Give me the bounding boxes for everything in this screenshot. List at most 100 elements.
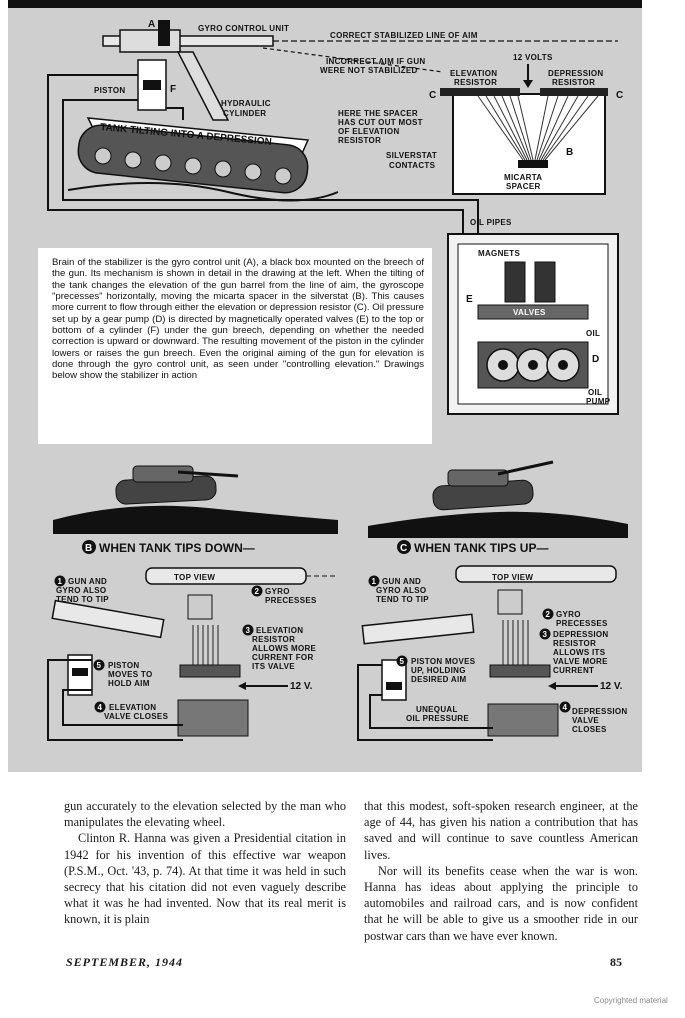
panel-b-step5-a: PISTON [108, 661, 139, 670]
panel-c-step5-a: PISTON MOVES [411, 657, 476, 666]
panel-c-step5-b: UP, HOLDING [411, 666, 466, 675]
panel-c-step3-num: 3 [543, 630, 548, 639]
issue-date: SEPTEMBER, 1944 [66, 955, 184, 969]
oil-label: OIL [586, 329, 600, 338]
panel-b-step3-b: RESISTOR [252, 635, 295, 644]
oil-pipes [47, 74, 479, 240]
panel-c-step2-b: PRECESSES [556, 619, 608, 628]
panel-c-top-view: TOP VIEW [492, 573, 533, 582]
valves-label: VALVES [513, 308, 546, 317]
paragraph: that this modest, soft-spoken research e… [364, 799, 638, 862]
panel-c-unequal-a: UNEQUAL [416, 705, 458, 714]
panel-b-step3-d: CURRENT FOR [252, 653, 314, 662]
spacer-note-3: OF ELEVATION [338, 127, 400, 136]
incorrect-aim-label-1: INCORRECT AIM IF GUN [326, 57, 425, 66]
panel-b-step5-num: 5 [97, 661, 102, 670]
oil-pump-label-1: OIL [588, 388, 602, 397]
column-right: that this modest, soft-spoken research e… [364, 798, 638, 944]
panel-c-step4-a: DEPRESSION [572, 707, 627, 716]
panel-b-step2-num: 2 [255, 587, 260, 596]
panel-b-step5-b: MOVES TO [108, 670, 152, 679]
panel-b-step3-e: ITS VALVE [252, 662, 295, 671]
panel-b-top-view: TOP VIEW [174, 573, 215, 582]
paragraph: gun accurately to the elevation selected… [64, 799, 346, 830]
elevation-resistor-label-1: ELEVATION [450, 69, 497, 78]
panel-b-step4-a: ELEVATION [109, 703, 156, 712]
panel-b-step4-b: VALVE CLOSES [104, 712, 169, 721]
panel-b-volts: 12 V. [290, 681, 313, 692]
panel-c-step5-c: DESIRED AIM [411, 675, 466, 684]
panel-b-step3-num: 3 [246, 626, 251, 635]
panel-b-step3-c: ALLOWS MORE [252, 644, 317, 653]
panel-c-step3-b: RESISTOR [553, 639, 596, 648]
micarta-spacer [518, 160, 548, 168]
label-d: D [592, 354, 599, 365]
gyro-control-unit-label: GYRO CONTROL UNIT [198, 24, 289, 33]
depression-resistor [540, 88, 608, 96]
panel-b-step1-c: TEND TO TIP [56, 595, 109, 604]
badge-b: B [85, 543, 92, 554]
panel-b-mechanism [47, 567, 338, 741]
gear-pump [477, 341, 589, 389]
elevation-resistor [440, 88, 520, 96]
tilting-tank [77, 117, 310, 194]
page-number: 85 [610, 955, 622, 969]
hydraulic-label-1: HYDRAULIC [221, 99, 271, 108]
panel-c-step2-a: GYRO [556, 610, 581, 619]
hydraulic-label-2: CYLINDER [223, 109, 266, 118]
incorrect-aim-line [262, 47, 444, 73]
spacer-note-1: HERE THE SPACER [338, 109, 418, 118]
panel-c-step5-num: 5 [400, 657, 405, 666]
panel-c-step3-d: VALVE MORE [553, 657, 608, 666]
magnets-label: MAGNETS [478, 249, 520, 258]
elevation-resistor-label-2: RESISTOR [454, 78, 497, 87]
panel-c-step3-c: ALLOWS ITS [553, 648, 606, 657]
label-a: A [148, 19, 155, 30]
top-strip [8, 0, 642, 8]
oil-pipes-label: OIL PIPES [470, 218, 512, 227]
label-b: B [566, 147, 573, 158]
panel-c-step4-num: 4 [563, 703, 568, 712]
panel-b-title: WHEN TANK TIPS DOWN— [99, 541, 255, 555]
magnet-left [504, 261, 526, 303]
spacer-note-2: HAS CUT OUT MOST [338, 118, 423, 127]
panel-c-volts: 12 V. [600, 681, 623, 692]
paragraph: Clinton R. Hanna was given a Presidentia… [64, 831, 346, 927]
label-e: E [466, 294, 473, 305]
micarta-label-1: MICARTA [504, 173, 542, 182]
correct-line-label: CORRECT STABILIZED LINE OF AIM [330, 31, 478, 40]
panel-b-step2-b: PRECESSES [265, 596, 317, 605]
column-left: gun accurately to the elevation selected… [64, 798, 346, 928]
depression-resistor-label-2: RESISTOR [552, 78, 595, 87]
valves-block [477, 304, 589, 320]
paragraph: Nor will its benefits cease when the war… [364, 863, 638, 943]
tank-tips-down-drawing [53, 465, 338, 534]
panel-b-step5-c: HOLD AIM [108, 679, 150, 688]
panel-b-step1-b: GYRO ALSO [56, 586, 106, 595]
tank-tips-up-drawing [368, 460, 628, 538]
panel-c-step1-c: TEND TO TIP [376, 595, 429, 604]
panel-c-step3-e: CURRENT [553, 666, 594, 675]
micarta-label-2: SPACER [506, 182, 541, 191]
label-f: F [170, 84, 176, 95]
illustration-drawing: A GYRO CONTROL UNIT CORRECT STABILIZED L… [8, 0, 642, 741]
oil-pump-label-2: PUMP [586, 397, 611, 406]
panel-b-step1-num: 1 [58, 577, 63, 586]
panel-c-step1-b: GYRO ALSO [376, 586, 426, 595]
badge-c-circle [397, 540, 411, 554]
panel-b-step2-a: GYRO [265, 587, 290, 596]
spacer-note-4: RESISTOR [338, 136, 381, 145]
silverstat-contacts-drawing [477, 95, 599, 161]
panel-c-step1-num: 1 [372, 577, 377, 586]
label-c-left: C [429, 90, 436, 101]
stabilizer-illustration: A GYRO CONTROL UNIT CORRECT STABILIZED L… [8, 0, 642, 772]
panel-c-step1-a: GUN AND [382, 577, 421, 586]
panel-c-step3-a: DEPRESSION [553, 630, 608, 639]
magnet-right [534, 261, 556, 303]
piston [143, 80, 161, 90]
panel-c-mechanism [357, 565, 617, 741]
badge-b-circle [82, 540, 96, 554]
figure-caption: Brain of the stabilizer is the gyro cont… [38, 248, 432, 444]
panel-c-title: WHEN TANK TIPS UP— [414, 541, 548, 555]
